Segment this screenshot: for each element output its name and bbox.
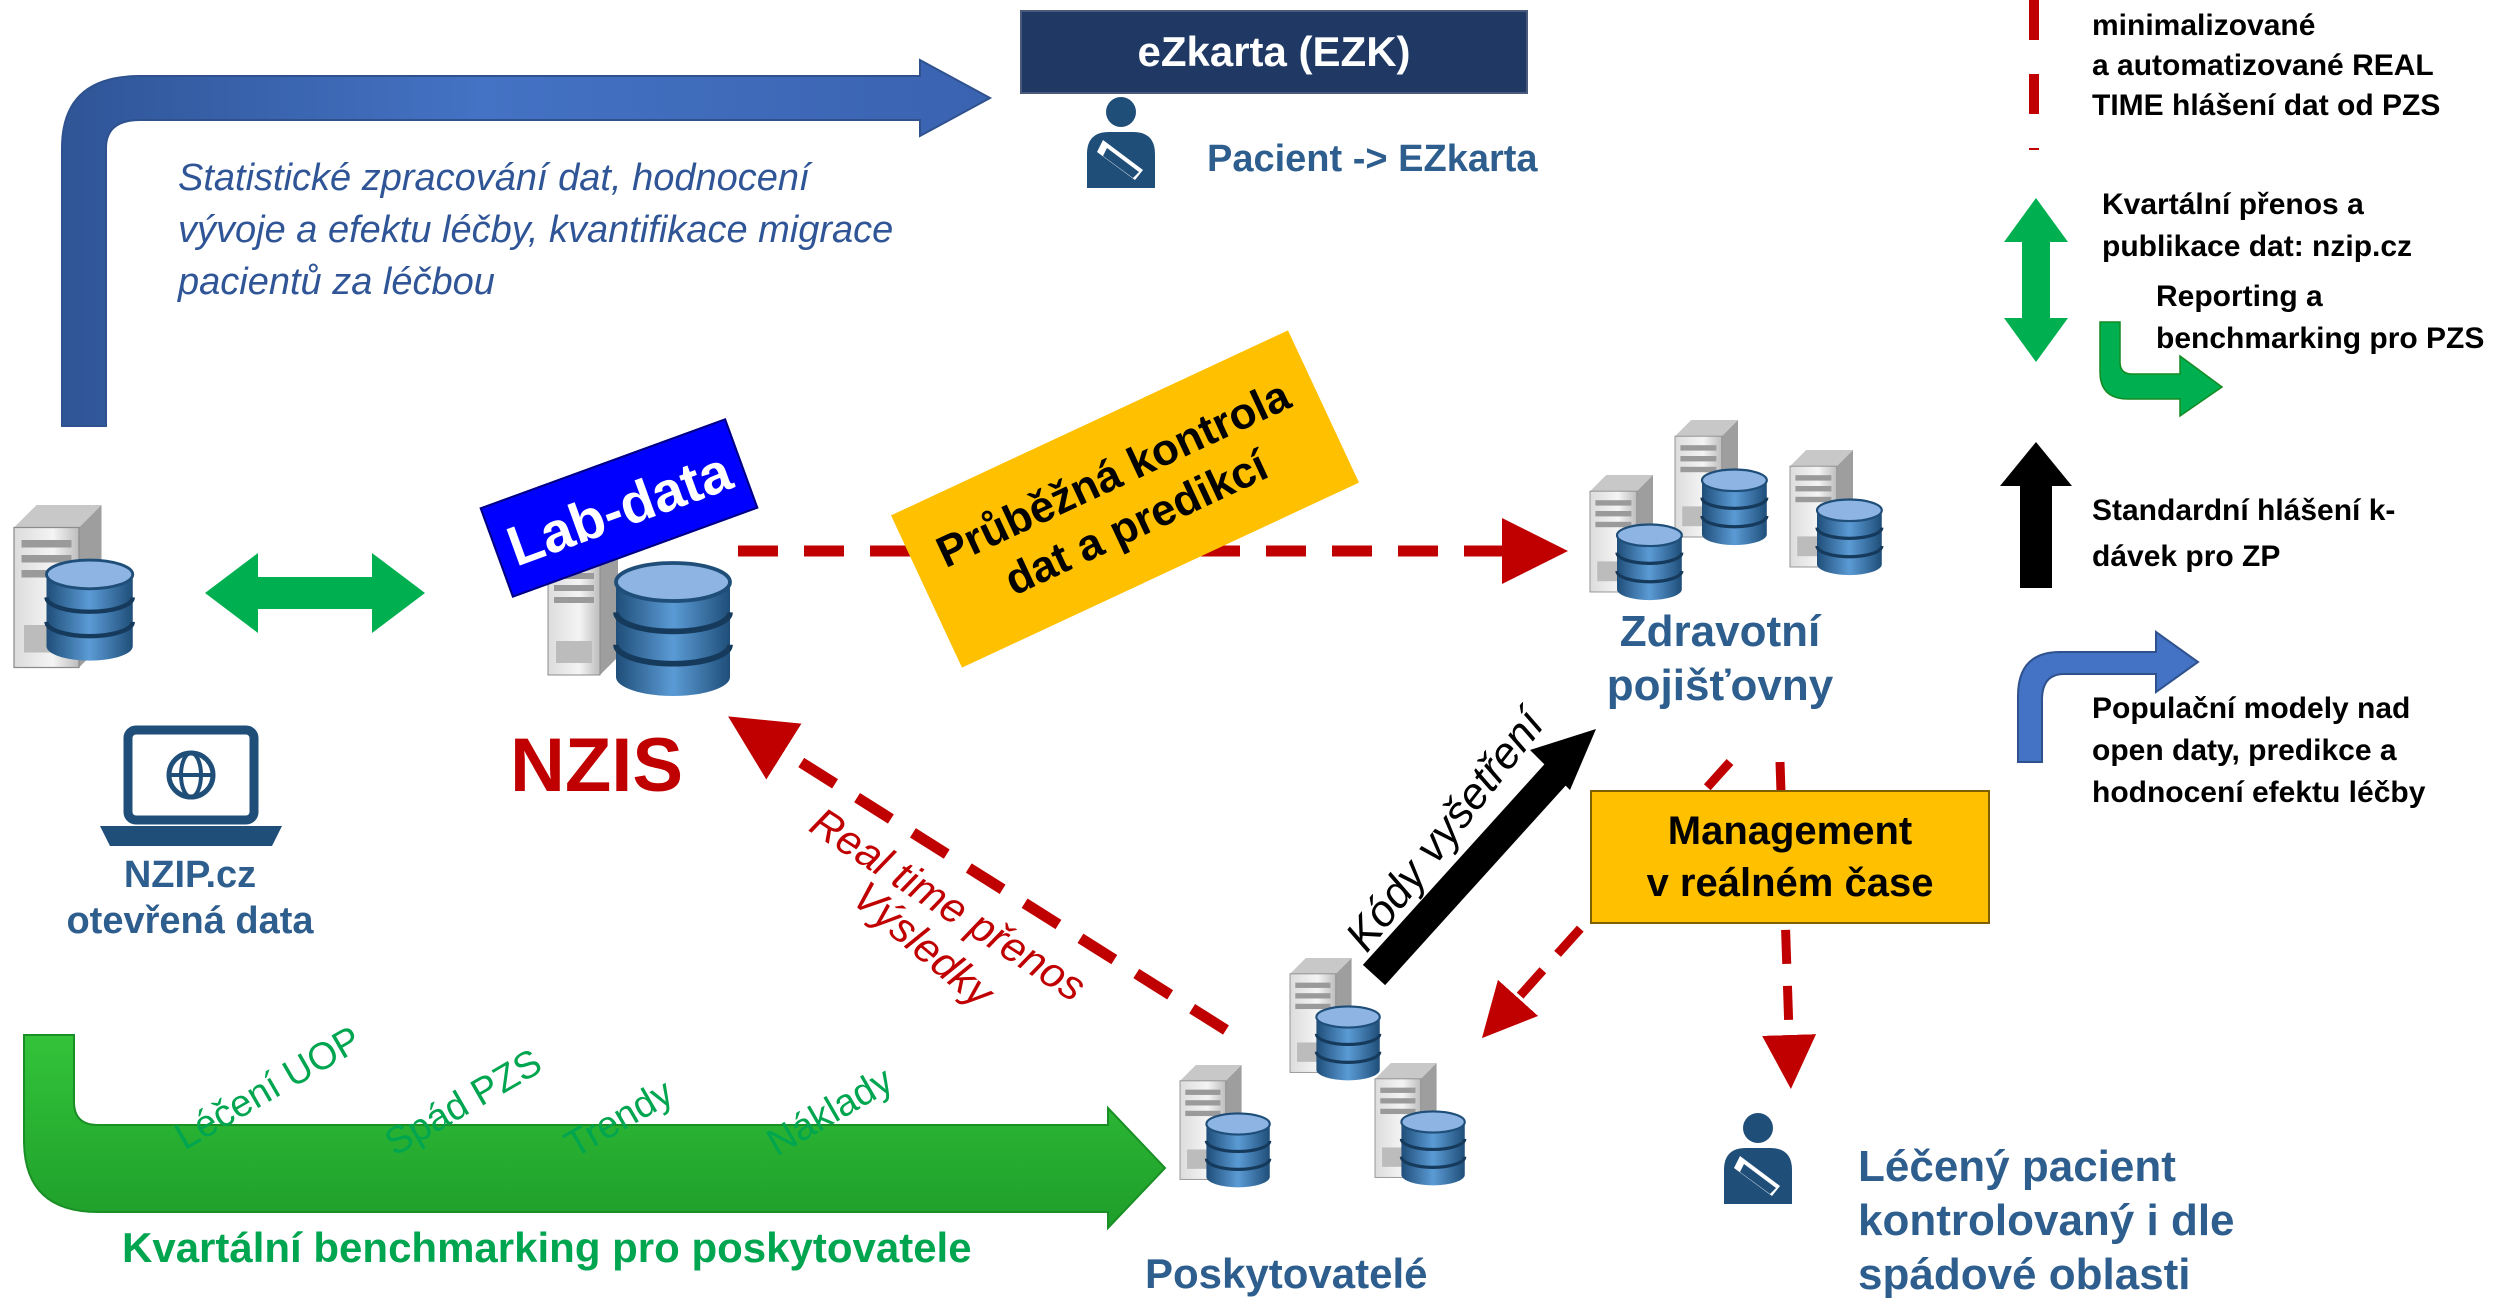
legend-green-double-text: Kvartální přenos a publikace dat: nzip.c… [2102,184,2412,268]
stats-description: Statistické zpracování dat, hodnocení vý… [178,152,893,308]
benchmark-flow-arrow [23,1034,1167,1231]
insurers-label: Zdravotní pojišťovny [1570,605,1870,713]
insurers-line-2: pojišťovny [1606,661,1834,710]
nzip-label: NZIP.cz otevřená data [40,852,340,944]
legend-black-line-2: dávek pro ZP [2092,540,2281,573]
legend-green-double-arrow [2004,198,2068,362]
management-box: Management v reálném čase [1590,790,1990,924]
ezk-patient-icon [1087,97,1155,188]
nzip-nzis-double-arrow [205,553,425,633]
nzip-line-2: otevřená data [66,900,314,942]
providers-servers-icon [1179,957,1467,1189]
legend-green-bent-text: Reporting a benchmarking pro PZS [2156,276,2484,360]
legend-blue-line-1: Populační modely nad [2092,692,2411,725]
legend-green-bent-arrow [2099,321,2224,418]
legend-blue-line-2: open daty, predikce a [2092,734,2397,767]
legend-red-line-1: minimalizované [2092,9,2316,42]
providers-to-nzis-dashed-arrow [728,716,1229,1035]
legend-bent-line-1: Reporting a [2156,280,2323,313]
ezk-patient-label: Pacient -> EZkarta [1207,138,1538,180]
legend-black-line-1: Standardní hlášení k- [2092,494,2396,527]
stats-line-2: vývoje a efektu léčby, kvantifikace migr… [178,209,894,251]
stats-line-3: pacientů za léčbou [178,261,495,303]
ezk-title-box: eZkarta (EZK) [1020,10,1528,94]
treated-patient-label: Léčený pacient kontrolovaný i dle spádov… [1858,1140,2235,1302]
treated-line-1: Léčený pacient [1858,1142,2176,1191]
legend-blue-bent-text: Populační modely nad open daty, predikce… [2092,688,2425,814]
statistics-flow-arrow [61,58,993,427]
insurers-line-1: Zdravotní [1619,607,1821,656]
legend-black-up-arrow [2000,442,2072,588]
exam-codes-arrow [1362,729,1596,986]
insurers-servers-icon [1589,419,1884,602]
ezk-title: eZkarta (EZK) [1137,28,1411,75]
treated-line-2: kontrolovaný i dle [1858,1196,2235,1245]
treated-patient-icon [1724,1113,1792,1204]
insurers-to-patient-dashed-arrow [1762,761,1817,1089]
legend-green-line-1: Kvartální přenos a [2102,188,2364,221]
legend-black-up-text: Standardní hlášení k- dávek pro ZP [2092,488,2395,580]
legend-red-line-2: a automatizované REAL [2092,49,2434,82]
nzip-server-icon [13,504,133,669]
nzip-line-1: NZIP.cz [123,854,257,896]
benchmark-label: Kvartální benchmarking pro poskytovatele [122,1224,972,1271]
legend-bent-line-2: benchmarking pro PZS [2156,322,2485,355]
providers-label: Poskytovatelé [1145,1250,1428,1297]
legend-red-line-3: TIME hlášení dat od PZS [2092,89,2441,122]
legend-blue-line-3: hodnocení efektu léčby [2092,776,2426,809]
management-line-2: v reálném čase [1646,861,1934,905]
laptop-globe-icon [100,725,282,846]
stats-line-1: Statistické zpracování dat, hodnocení [178,157,810,199]
treated-line-3: spádové oblasti [1858,1250,2191,1299]
legend-red-dashed-text: minimalizované a automatizované REAL TIM… [2092,6,2440,126]
management-line-1: Management [1667,809,1913,853]
legend-blue-bent-arrow [2017,630,2200,763]
legend-green-line-2: publikace dat: nzip.cz [2102,230,2413,263]
nzis-label: NZIS [510,723,684,808]
